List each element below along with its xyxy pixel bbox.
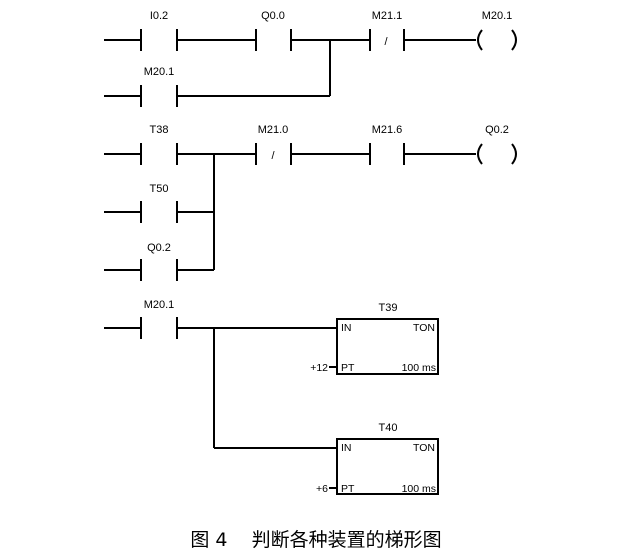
nc-mark: / — [271, 150, 275, 162]
contact-i0-2: I0.2 — [140, 10, 178, 51]
contact-q0-0: Q0.0 — [255, 10, 292, 51]
timer-preset: +6 — [316, 483, 328, 495]
timer-t39: T39 IN TON PT 100 ms +12 — [310, 302, 439, 375]
timer-base: 100 ms — [402, 362, 436, 374]
contact-label: M20.1 — [144, 299, 175, 311]
timer-in-label: IN — [341, 322, 352, 334]
contact-t38: T38 — [140, 124, 178, 165]
timer-box — [336, 438, 439, 495]
contact-m21-0-nc: / M21.0 — [255, 124, 292, 165]
contact-m20-1: M20.1 — [140, 66, 178, 107]
timer-preset: +12 — [310, 362, 328, 374]
contact-m21-1-nc: / M21.1 — [369, 10, 405, 51]
contact-label: M21.1 — [372, 10, 403, 22]
timer-type: TON — [413, 442, 435, 454]
contact-label: M21.0 — [258, 124, 289, 136]
timer-t40: T40 IN TON PT 100 ms +6 — [316, 422, 439, 495]
coil-q0-2: Q0.2 — [477, 124, 517, 165]
contact-label: I0.2 — [150, 10, 168, 22]
network-1: I0.2 Q0.0 / M21.1 M20.1 M20.1 — [104, 10, 517, 107]
contact-label: T38 — [150, 124, 169, 136]
coil-label: Q0.2 — [485, 124, 509, 136]
contact-m21-6: M21.6 — [369, 124, 405, 165]
contact-label: T50 — [150, 183, 169, 195]
timer-type: TON — [413, 322, 435, 334]
network-3: M20.1 T39 IN TON PT 100 ms +12 T40 IN TO… — [104, 299, 439, 495]
contact-t50: T50 — [140, 183, 178, 223]
timer-base: 100 ms — [402, 483, 436, 495]
contact-label: Q0.0 — [261, 10, 285, 22]
network-2: T38 / M21.0 M21.6 Q0.2 T50 — [104, 124, 517, 281]
timer-pt-label: PT — [341, 483, 355, 495]
contact-m20-1-n3: M20.1 — [140, 299, 178, 339]
timer-pt-label: PT — [341, 362, 355, 374]
contact-q0-2: Q0.2 — [140, 242, 178, 281]
timer-name: T40 — [379, 422, 398, 434]
nc-mark: / — [384, 36, 388, 48]
contact-label: M20.1 — [144, 66, 175, 78]
figure-caption: 图 4 判断各种装置的梯形图 — [190, 529, 441, 551]
timer-name: T39 — [379, 302, 398, 314]
timer-in-label: IN — [341, 442, 352, 454]
contact-label: M21.6 — [372, 124, 403, 136]
contact-label: Q0.2 — [147, 242, 171, 254]
timer-box — [336, 318, 439, 375]
coil-m20-1: M20.1 — [477, 10, 517, 51]
coil-label: M20.1 — [482, 10, 513, 22]
